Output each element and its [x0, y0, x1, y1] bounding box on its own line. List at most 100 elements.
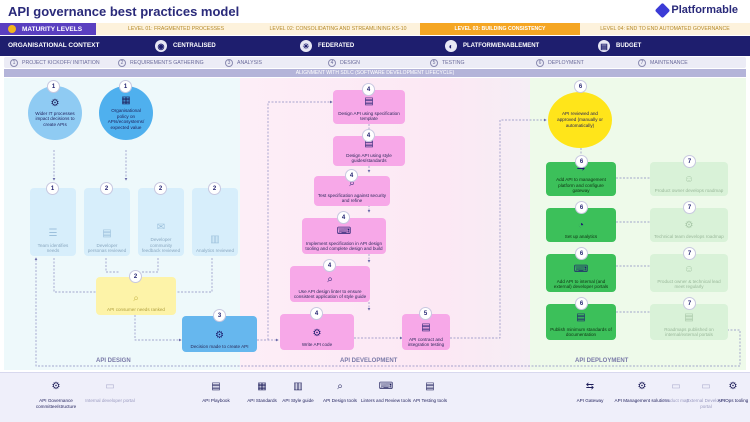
style-guide-icon: ▥ — [293, 380, 303, 392]
team-icon: ☺ — [683, 173, 695, 185]
step-badge: 4 — [323, 259, 336, 272]
lane-label-development: API DEVELOPMENT — [340, 358, 398, 364]
document-icon: ▤ — [576, 312, 586, 324]
management-icon: ⚙ — [637, 380, 647, 392]
page-title: API governance best practices model — [8, 4, 240, 19]
deploy-card-documentation: ▤Publish minimum standards of documentat… — [546, 304, 616, 340]
lane-label-deployment: API DEPLOYMENT — [575, 358, 629, 364]
step-badge: 4 — [362, 129, 375, 142]
step-badge: 6 — [574, 80, 587, 93]
playbook-icon: ▤ — [211, 380, 221, 392]
linter-icon: ⌨ — [378, 380, 394, 392]
portal-icon: ▭ — [701, 380, 711, 392]
tool-api-standards: ▦API Standards — [234, 378, 290, 404]
document-icon: ▤ — [364, 96, 374, 108]
document-icon: ▤ — [364, 138, 374, 150]
tool-product-map: ▭Product map — [656, 378, 696, 404]
step-badge: 7 — [683, 247, 696, 260]
step-badge: 7 — [683, 297, 696, 310]
maturity-levels-label: MATURITY LEVELS — [0, 23, 96, 35]
tool-api-gateway: ⇆API Gateway — [562, 378, 618, 404]
pie-chart-icon: ◔ — [577, 219, 585, 231]
maturity-level-3: LEVEL 03: BUILDING CONSISTENCY — [420, 23, 580, 35]
sdlc-caption: ALIGNMENT WITH SDLC (SOFTWARE DEVELOPMEN… — [4, 69, 746, 77]
people-icon: ☺ — [683, 264, 695, 276]
network-icon: ⚙ — [50, 98, 60, 110]
context-label: ORGANISATIONAL CONTEXT — [8, 42, 100, 49]
step-badge: 5 — [419, 307, 432, 320]
gears-icon: ⚙ — [215, 329, 224, 341]
tools-bar — [0, 372, 750, 422]
context-budget: ▤BUDGET — [598, 39, 641, 53]
tool-governance-committee: ⚙API Governance committee/structure — [28, 378, 84, 409]
map-icon: ▭ — [671, 380, 681, 392]
step-badge: 6 — [575, 247, 588, 260]
step-badge: 4 — [362, 83, 375, 96]
testing-icon: ▤ — [425, 380, 435, 392]
step-badge: 6 — [575, 155, 588, 168]
context-federated: ✳FEDERATED — [300, 39, 354, 53]
step-badge: 1 — [119, 80, 132, 93]
dev-card-style-guides: ▤Design API using style guides/standards — [333, 136, 405, 166]
budget-icon: ▤ — [598, 40, 610, 52]
deploy-circle-approval: API reviewed and approved (manually or a… — [548, 92, 612, 148]
team-icon: ☰ — [48, 228, 58, 240]
document-icon: ▤ — [684, 312, 694, 324]
tool-api-testing: ▤API Testing tools — [402, 378, 458, 404]
document-icon: ▤ — [102, 228, 112, 240]
target-icon: ◉ — [155, 40, 167, 52]
step-badge: 1 — [46, 182, 59, 195]
code-icon: ⌨ — [573, 264, 589, 276]
tool-apiops: ⚙APIOps tooling — [716, 378, 750, 404]
brand-name: Platformable — [671, 4, 738, 16]
step-badge: 2 — [154, 182, 167, 195]
step-badge: 1 — [47, 80, 60, 93]
step-badge: 3 — [213, 309, 226, 322]
design-card-analytics: ▥Analytics reviewed — [192, 188, 238, 256]
search-icon: ⌕ — [349, 178, 355, 190]
tool-api-style-guide: ▥API Style guide — [270, 378, 326, 404]
dev-card-linter: ⌕Use API design linter to ensure consist… — [290, 266, 370, 302]
search-icon: ⌕ — [133, 292, 139, 304]
test-icon: ▤ — [421, 322, 431, 334]
design-tool-icon: ⌕ — [337, 380, 343, 392]
linter-icon: ⌕ — [327, 274, 333, 286]
step-badge: 6 — [575, 201, 588, 214]
tool-api-management: ⚙API Management solutions — [614, 378, 670, 404]
tool-internal-portal: ▭Internal developer portal — [82, 378, 138, 404]
design-card-decision: ⚙Decision made to create API — [182, 316, 257, 352]
gear-icon: ⚙ — [312, 327, 322, 339]
step-badge: 2 — [129, 270, 142, 283]
portal-icon: ▭ — [105, 380, 115, 392]
maturity-dot-icon — [8, 25, 16, 33]
step-badge: 4 — [337, 211, 350, 224]
network-icon: ✳ — [300, 40, 312, 52]
platform-icon: ◐ — [445, 40, 457, 52]
brand-logo: Platformable — [655, 2, 738, 18]
committee-icon: ⚙ — [51, 380, 61, 392]
step-badge: 4 — [345, 169, 358, 182]
maint-card-meetings: ☺Product owner & technical lead meet reg… — [650, 254, 728, 292]
step-badge: 2 — [100, 182, 113, 195]
design-card-team-needs: ☰Team identifies needs — [30, 188, 76, 256]
tool-linters: ⌨Linters and Review tools — [358, 378, 414, 404]
document-icon: ▦ — [121, 95, 131, 107]
maint-card-roadmaps-published: ▤Roadmaps published on internal/external… — [650, 304, 728, 340]
context-bar — [0, 36, 750, 56]
design-circle-policy: ▦ Organisational policy on APIs/ecosyste… — [99, 86, 153, 140]
step-badge: 7 — [683, 155, 696, 168]
step-badge: 7 — [683, 201, 696, 214]
gateway-icon: ⇆ — [585, 380, 595, 392]
tool-api-design: ⌕API Design tools — [312, 378, 368, 404]
tool-external-portal: ▭External Developer portal — [686, 378, 726, 409]
dev-card-implement-spec: ⌨Implement specification in API design t… — [302, 218, 386, 254]
maturity-level-1: LEVEL 01: FRAGMENTED PROCESSES — [96, 23, 256, 35]
design-card-personas: ▤Developer personas reviewed — [84, 188, 130, 256]
step-badge: 2 — [208, 182, 221, 195]
design-circle-wider-it: ⚙ Wider IT processes impact decisions to… — [28, 86, 82, 140]
